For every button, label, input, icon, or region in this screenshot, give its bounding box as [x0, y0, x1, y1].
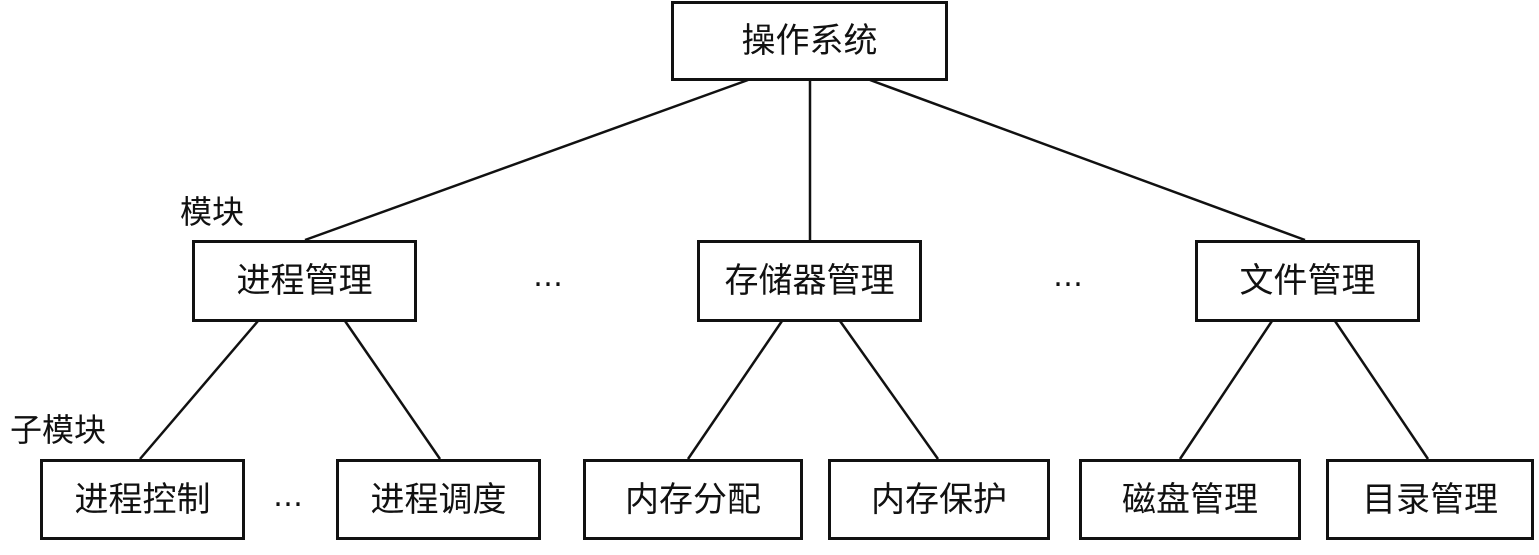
level-label-submodules: 子模块	[10, 411, 107, 449]
root-node-os: 操作系统	[671, 1, 948, 81]
edge-process-scheduling	[343, 320, 442, 460]
level-label-modules: 模块	[180, 193, 245, 231]
edge-file-directory	[1333, 320, 1430, 460]
edge-file-disk	[1178, 320, 1274, 460]
module-ellipsis-2: …	[1053, 259, 1085, 294]
submodule-ellipsis: …	[273, 479, 305, 514]
edge-root-process	[304, 78, 749, 242]
submodule-node-process-scheduling: 进程调度	[336, 459, 541, 540]
submodule-node-memory-protection: 内存保护	[828, 459, 1050, 540]
edge-storage-allocation	[686, 320, 784, 460]
module-node-file: 文件管理	[1195, 240, 1420, 322]
submodule-node-process-control: 进程控制	[40, 459, 245, 540]
edge-storage-protection	[838, 320, 940, 460]
submodule-node-disk-management: 磁盘管理	[1079, 459, 1301, 540]
module-node-process: 进程管理	[192, 240, 417, 322]
module-ellipsis-1: …	[533, 259, 565, 294]
edge-process-control	[139, 320, 259, 460]
submodule-node-memory-allocation: 内存分配	[583, 459, 803, 540]
edge-root-file	[869, 78, 1306, 242]
module-node-storage: 存储器管理	[697, 240, 922, 322]
submodule-node-directory-management: 目录管理	[1326, 459, 1534, 540]
